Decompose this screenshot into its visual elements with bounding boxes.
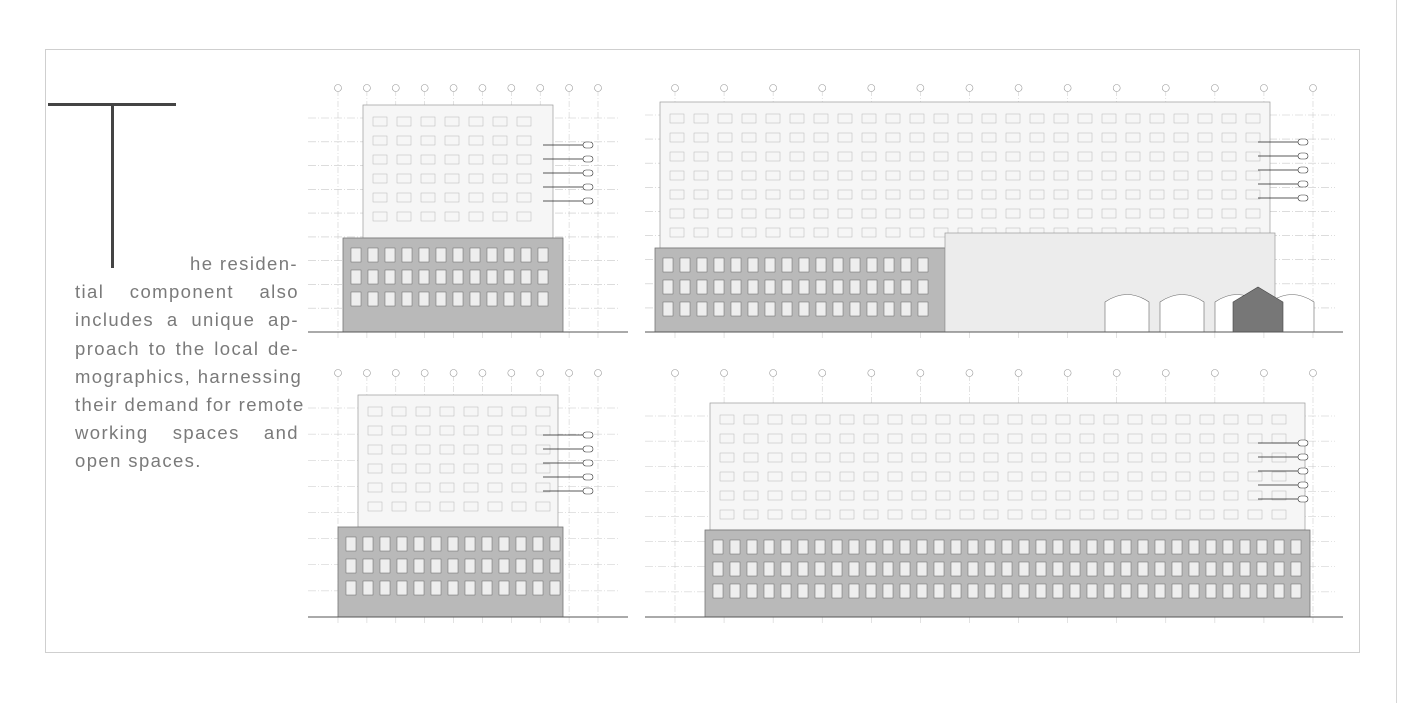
paragraph-line: tial component also (75, 281, 299, 303)
paragraph-line: their demand for remote (75, 394, 305, 416)
elevation-drawing (645, 84, 1343, 338)
north-elevation (308, 80, 628, 342)
paragraph-line: working spaces and (75, 422, 299, 444)
east-elevation (645, 80, 1343, 342)
page-frame (45, 49, 1360, 653)
intro-paragraph: he residen- tial component also includes… (75, 250, 305, 476)
elevation-drawing (308, 369, 628, 623)
elevation-drawing (308, 84, 628, 338)
paragraph-line: mographics, harnessing (75, 365, 303, 387)
paragraph-line: open spaces. (75, 450, 202, 472)
elevation-drawing (645, 369, 1343, 623)
page-edge-rule (1396, 0, 1397, 703)
south-elevation (308, 365, 628, 627)
drawing-linework (645, 369, 1343, 623)
paragraph-line: proach to the local de- (75, 337, 299, 359)
drawing-linework (645, 84, 1343, 338)
paragraph-line: includes a unique ap- (75, 309, 299, 331)
drawing-linework (308, 369, 628, 623)
dropcap-t-stem (111, 103, 114, 268)
west-elevation (645, 365, 1343, 627)
drawing-linework (308, 84, 628, 338)
paragraph-line: he residen- (190, 253, 298, 274)
